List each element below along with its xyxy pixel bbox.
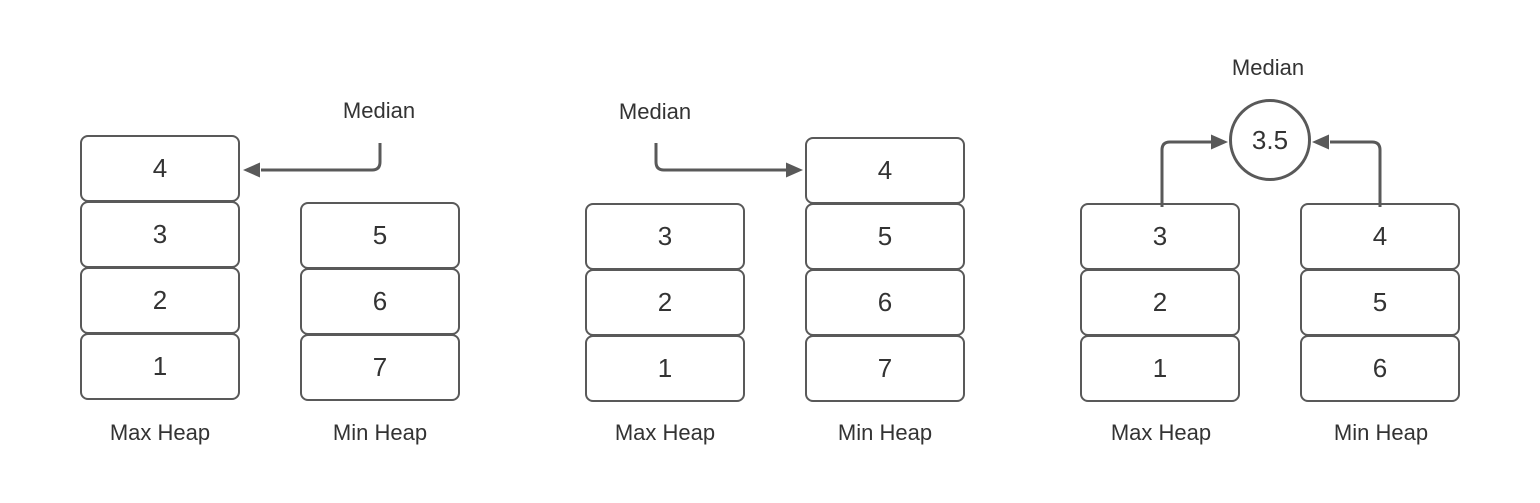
- max-heap-box: 3: [80, 201, 240, 268]
- min-heap-box: 6: [1300, 335, 1460, 402]
- max-heap-box: 3: [1080, 203, 1240, 270]
- min-heap-box: 7: [805, 335, 965, 402]
- max-heap-box: 4: [80, 135, 240, 202]
- max-heap-label: Max Heap: [614, 420, 716, 445]
- max-heap-box: 1: [585, 335, 745, 402]
- min-heap-label: Min Heap: [332, 420, 428, 445]
- median-label: Median: [342, 98, 416, 123]
- min-heap-box: 4: [1300, 203, 1460, 270]
- max-heap-label: Max Heap: [1110, 420, 1212, 445]
- min-heap-label: Min Heap: [1333, 420, 1429, 445]
- min-heap-box: 6: [805, 269, 965, 336]
- max-heap-label: Max Heap: [109, 420, 211, 445]
- min-heap-box: 5: [1300, 269, 1460, 336]
- min-heap-label: Min Heap: [837, 420, 933, 445]
- max-heap-box: 2: [1080, 269, 1240, 336]
- max-heap-box: 1: [1080, 335, 1240, 402]
- max-heap-box: 2: [585, 269, 745, 336]
- max-heap-box: 2: [80, 267, 240, 334]
- median-circle: 3.5: [1229, 99, 1311, 181]
- max-heap-box: 3: [585, 203, 745, 270]
- min-heap-box: 7: [300, 334, 460, 401]
- median-label: Median: [1231, 55, 1305, 80]
- max-heap-box: 1: [80, 333, 240, 400]
- median-label: Median: [618, 99, 692, 124]
